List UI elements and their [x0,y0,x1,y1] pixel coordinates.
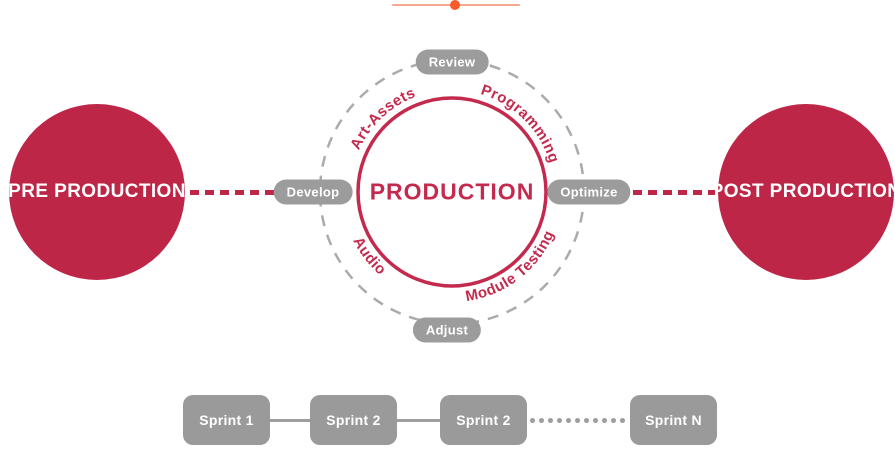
sprint-connector-1 [266,419,314,422]
sprint-connector-2 [393,419,444,422]
connector-pre-to-production [190,190,274,195]
pre-production-label: PRE PRODUCTION [8,181,186,202]
step-review-pill: Review [415,49,489,75]
sprint-n-label: Sprint N [645,412,702,428]
step-optimize-pill: Optimize [547,179,631,205]
step-develop-pill: Develop [273,179,353,205]
sprint-box-n: Sprint N [630,395,717,445]
sprint-connector-dotted [528,417,629,424]
sprint-box-2: Sprint 2 [310,395,397,445]
sprint-3-label: Sprint 2 [456,412,511,428]
production-cycle-rings: Art-Assets Programming Audio Module Test… [318,58,586,326]
step-adjust-pill: Adjust [412,317,482,343]
post-production-label: POST PRODUCTION [710,181,895,202]
sprint-1-label: Sprint 1 [199,412,254,428]
sprint-box-3: Sprint 2 [440,395,527,445]
pre-production-circle: PRE PRODUCTION [8,104,186,280]
post-production-circle: POST PRODUCTION [711,104,895,280]
production-ring [356,96,548,288]
production-label: PRODUCTION [369,178,535,205]
sprint-box-1: Sprint 1 [183,395,270,445]
timeline-dot [450,0,460,10]
sprint-2-label: Sprint 2 [326,412,381,428]
connector-production-to-post [633,190,715,195]
